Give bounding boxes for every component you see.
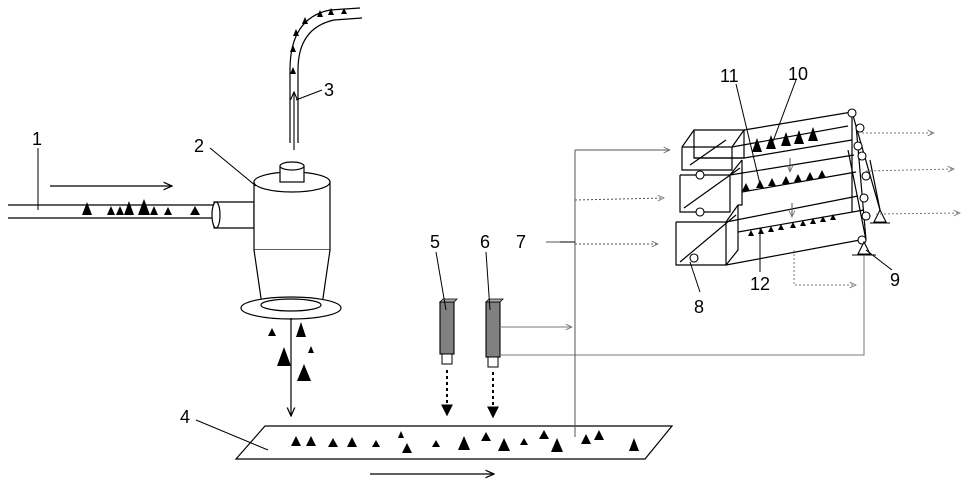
label-pivot: 9 (890, 270, 900, 290)
label-sensor-6: 6 (480, 232, 490, 252)
label-cyclone: 2 (194, 136, 204, 156)
tray-outputs (794, 133, 960, 285)
cyclone-separator (212, 162, 341, 319)
label-sensor-5: 5 (430, 232, 440, 252)
pivot-supports (852, 210, 890, 255)
signal-bus (546, 150, 670, 437)
label-upper-tray: 10 (788, 64, 808, 84)
tray-particles-upper (752, 127, 818, 152)
outlet-pipe (290, 8, 362, 143)
label-inlet-pipe: 1 (32, 129, 42, 149)
inlet-particles (82, 199, 200, 215)
label-lower-tray: 12 (750, 274, 770, 294)
label-signal-bus: 7 (516, 232, 526, 252)
tray-drop-arrows (790, 158, 792, 217)
sensor-5 (440, 299, 457, 364)
tray-particles-lower (748, 214, 836, 236)
label-mid-tray: 11 (720, 66, 739, 86)
label-conveyor: 4 (180, 407, 190, 427)
label-outlet-pipe: 3 (324, 80, 334, 100)
label-tray-gate: 8 (694, 297, 704, 317)
sieve-frame (676, 112, 880, 265)
tray-particles-mid (742, 170, 826, 191)
leader-lines (38, 80, 892, 450)
sensor-6 (486, 299, 503, 367)
conveyor-belt (236, 426, 672, 459)
signal-lines (500, 246, 864, 355)
